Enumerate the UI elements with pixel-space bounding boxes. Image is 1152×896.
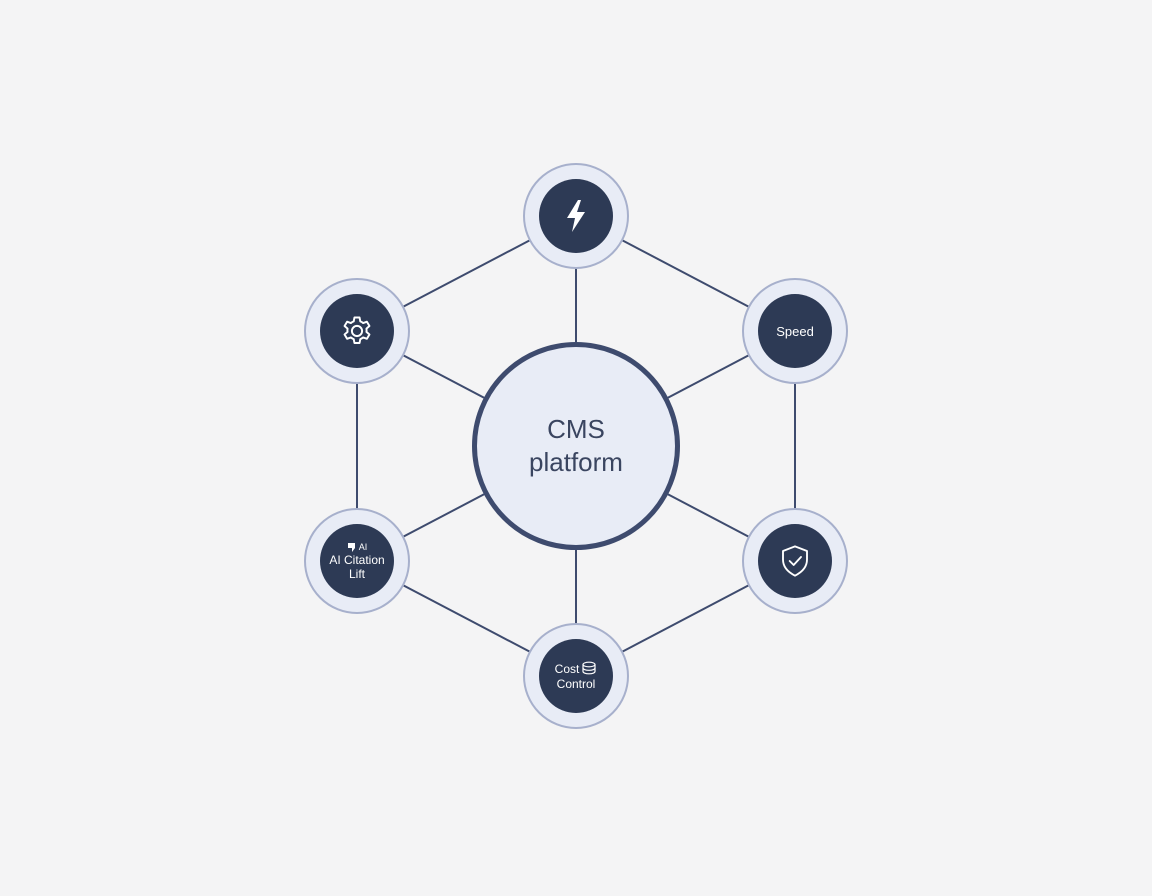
node-label-control: Control xyxy=(556,677,596,691)
coin-stack-icon xyxy=(582,661,596,675)
node-ai-citation-lift: AI AI Citation Lift xyxy=(304,508,410,614)
hub-node-cms-platform: CMS platform xyxy=(472,342,680,550)
node-core: Cost Control xyxy=(539,639,613,713)
node-label-ai-citation: AI Citation xyxy=(329,552,385,567)
node-label-speed: Speed xyxy=(776,323,814,339)
node-cost-control: Cost Control xyxy=(523,623,629,729)
hub-label: CMS platform xyxy=(529,414,623,477)
icon-row: AI xyxy=(347,542,368,553)
ai-icon-text: AI xyxy=(358,542,368,552)
node-settings xyxy=(304,278,410,384)
node-core xyxy=(320,294,394,368)
icon-row: Cost xyxy=(555,661,598,677)
node-lightning xyxy=(523,163,629,269)
node-core xyxy=(539,179,613,253)
node-label-lift: Lift xyxy=(348,566,365,581)
node-speed: Speed xyxy=(742,278,848,384)
shield-check-icon xyxy=(782,545,808,577)
gear-icon xyxy=(343,316,371,344)
node-core xyxy=(758,524,832,598)
node-core: Speed xyxy=(758,294,832,368)
node-security xyxy=(742,508,848,614)
quote-ai-icon xyxy=(347,542,355,552)
node-label-cost: Cost xyxy=(554,662,580,676)
node-core: AI AI Citation Lift xyxy=(320,524,394,598)
lightning-bolt-icon xyxy=(567,200,585,232)
